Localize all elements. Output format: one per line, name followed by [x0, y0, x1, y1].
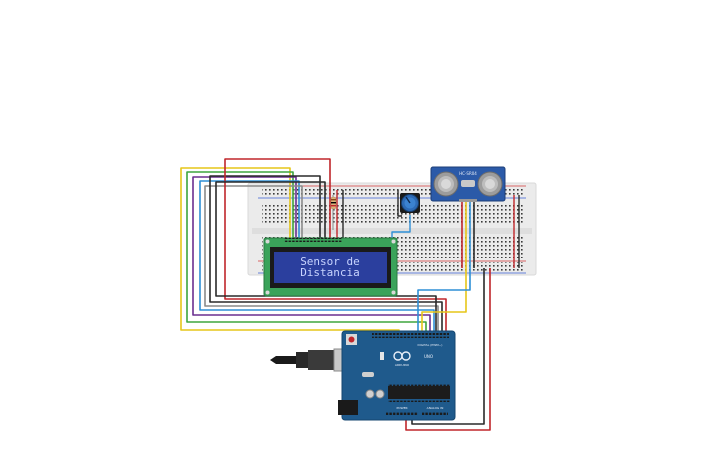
wire-black-lcd-2[interactable] — [215, 181, 437, 335]
tx-rx-leds — [380, 352, 384, 360]
lcd-screen — [274, 252, 387, 283]
power-pin-header — [386, 411, 418, 416]
potentiometer-knob-indicator — [405, 196, 411, 204]
wires — [180, 158, 520, 431]
breadboard-rail-top — [262, 187, 524, 197]
wire-red-lcd[interactable] — [224, 158, 447, 335]
lcd-line-2: Distancia — [300, 266, 360, 279]
wire-blue-lcd[interactable] — [199, 180, 435, 335]
digital-pin-header — [372, 333, 449, 338]
capacitor-1 — [365, 389, 375, 399]
arduino-brand-label: ARDUINO — [395, 363, 410, 367]
wire-black-lcd[interactable] — [209, 175, 443, 335]
sensor-pins — [459, 199, 477, 202]
sensor-model-label: HC-SR04 — [459, 171, 477, 176]
sensor-model-plate — [455, 170, 481, 176]
wire-black-pot[interactable] — [397, 190, 402, 217]
sensor-crystal — [461, 180, 475, 187]
wire-blue-sensor[interactable] — [417, 200, 471, 335]
wire-purple-lcd[interactable] — [192, 176, 431, 335]
resistor[interactable] — [330, 196, 337, 210]
analog-pin-header — [422, 411, 448, 416]
sensor-transducer-right — [477, 171, 503, 197]
power-jack — [338, 400, 358, 415]
wire-red-power[interactable] — [405, 268, 491, 431]
capacitor-2 — [375, 389, 385, 399]
lcd-display[interactable]: Sensor de Distancia — [263, 237, 398, 297]
arduino-uno[interactable]: DIGITAL (PWM~) UNO ARDUINO POWER ANALOG … — [270, 330, 456, 421]
wire-gray-lcd[interactable] — [204, 185, 439, 335]
lcd-pin-header — [284, 238, 342, 242]
microcontroller-chip — [388, 386, 450, 399]
wire-blue-pot[interactable] — [391, 215, 411, 242]
wire-yellow-sensor[interactable] — [421, 200, 467, 335]
potentiometer[interactable] — [400, 193, 420, 213]
power-pins-label: POWER — [396, 406, 407, 410]
ultrasonic-sensor[interactable]: HC-SR04 — [430, 166, 506, 202]
crystal-oscillator — [362, 372, 374, 377]
digital-pins-label: DIGITAL (PWM~) — [418, 343, 443, 347]
lcd-line-1: Sensor de — [300, 255, 360, 268]
wire-green-lcd[interactable] — [186, 171, 427, 335]
breadboard-terminals-top — [262, 203, 524, 225]
analog-pins-label: ANALOG IN — [427, 406, 444, 410]
arduino-model-label: UNO — [424, 354, 433, 359]
sensor-transducer-left — [433, 171, 459, 197]
arduino-logo — [393, 351, 411, 361]
